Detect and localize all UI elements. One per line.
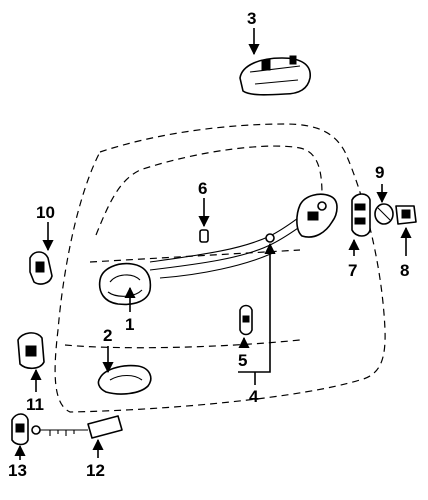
door-check-part bbox=[11, 413, 29, 446]
lock-striker-part bbox=[351, 193, 371, 237]
inside-handle-part bbox=[98, 262, 152, 306]
callout-9: 9 bbox=[375, 163, 384, 182]
cable-clip-part bbox=[199, 229, 209, 243]
outside-handle-part bbox=[239, 55, 311, 96]
callout-7: 7 bbox=[348, 261, 357, 280]
lock-cap-part bbox=[374, 203, 394, 225]
callout-8: 8 bbox=[400, 261, 409, 280]
callout-11: 11 bbox=[26, 395, 44, 414]
callout-10: 10 bbox=[36, 203, 55, 222]
key-part bbox=[31, 415, 123, 439]
leader-arrows bbox=[14, 28, 412, 460]
callout-3: 3 bbox=[247, 9, 256, 28]
callout-1: 1 bbox=[125, 315, 134, 334]
callout-12: 12 bbox=[86, 461, 105, 480]
door-hinge-upper-part bbox=[29, 251, 53, 285]
door-latch-assembly bbox=[296, 193, 338, 238]
inside-handle-lower-part bbox=[97, 364, 152, 395]
callout-4: 4 bbox=[249, 387, 259, 406]
callout-labels: 3 6 9 10 7 8 1 2 5 4 11 12 13 bbox=[8, 9, 409, 480]
door-lock-cables bbox=[149, 204, 323, 279]
callout-2: 2 bbox=[103, 326, 112, 345]
callout-13: 13 bbox=[8, 461, 27, 480]
callout-5: 5 bbox=[238, 351, 247, 370]
door-outline bbox=[54, 123, 386, 413]
door-hinge-lower-part bbox=[17, 332, 45, 370]
lock-rod-bracket-part bbox=[239, 304, 253, 336]
callout-6: 6 bbox=[198, 179, 207, 198]
lock-cylinder-part bbox=[395, 205, 417, 225]
